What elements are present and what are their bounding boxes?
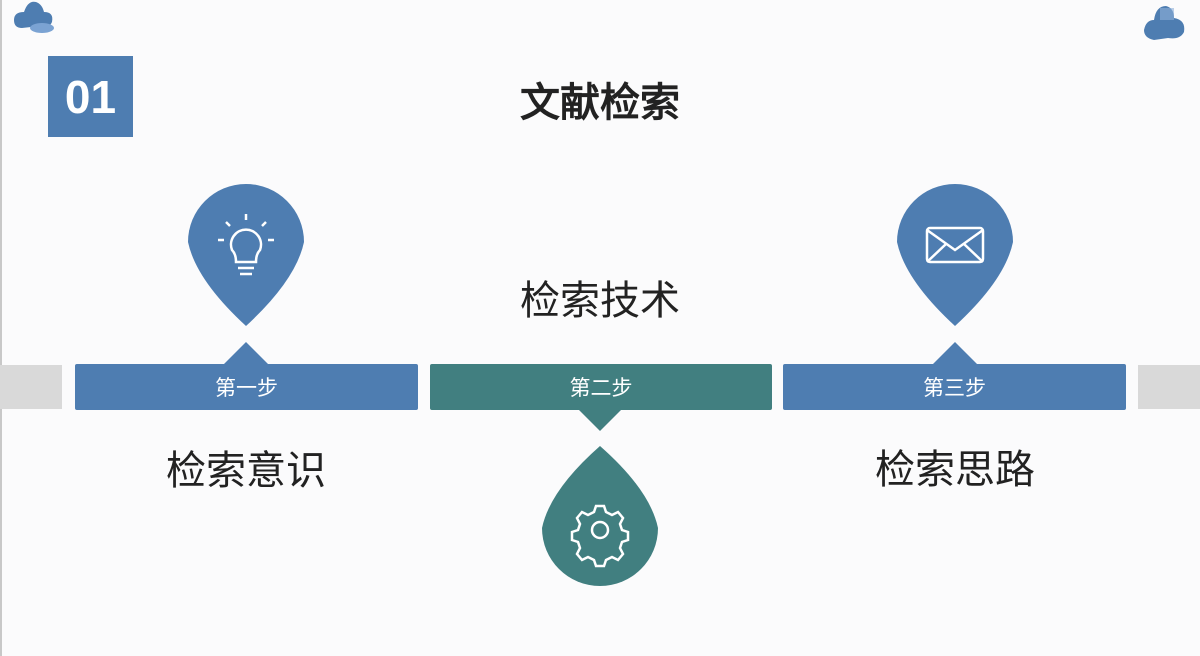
gray-bar-right [1138,365,1200,409]
section-number: 01 [48,56,133,137]
lightbulb-icon [218,214,274,276]
left-edge [0,0,2,656]
step-3-caption: 检索思路 [875,447,1035,493]
pin-step-2 [542,409,658,586]
gear-icon [570,504,630,568]
step-2-bar: 第二步 [430,364,772,410]
pin-step-3 [897,184,1013,364]
cloud-decoration-icon [1144,6,1185,40]
pin-step-1 [188,184,304,364]
step-1-bar: 第一步 [75,364,418,410]
envelope-icon [925,226,985,264]
gray-bar-left [0,365,62,409]
cloud-decoration-icon [14,1,54,33]
step-3-bar: 第三步 [783,364,1126,410]
step-1-caption: 检索意识 [166,448,326,494]
step-2-caption: 检索技术 [520,278,680,324]
page-title: 文献检索 [520,80,680,126]
